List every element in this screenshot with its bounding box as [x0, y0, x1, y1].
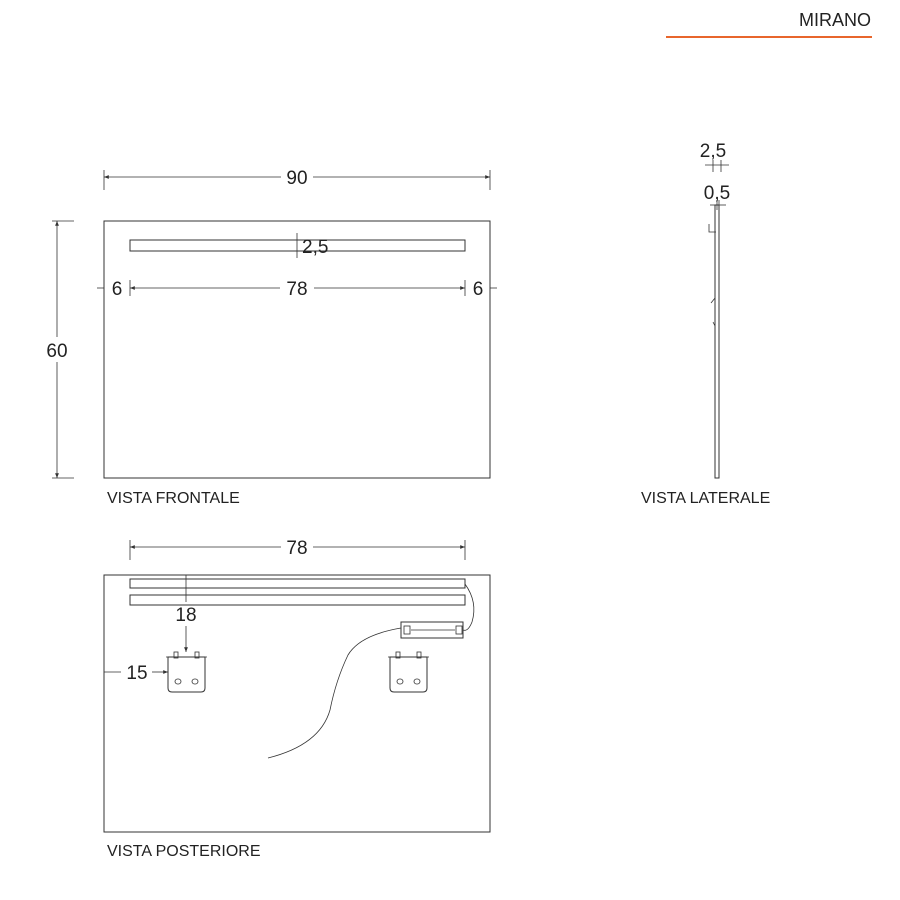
- front-margin-left-label: 6: [112, 279, 123, 300]
- back-view-caption: VISTA POSTERIORE: [107, 843, 261, 860]
- side-view: 2,5 0,5 VISTA LATERALE: [641, 141, 770, 507]
- front-height-dimension: 60: [46, 220, 74, 479]
- side-thickness-dimension: 2,5: [700, 141, 729, 172]
- back-power-cable: [267, 627, 402, 759]
- side-hook-mark: [710, 297, 716, 304]
- back-mirror-outline: [103, 574, 491, 833]
- back-lower-bar: [129, 594, 466, 606]
- side-bracket-mark: [708, 224, 716, 233]
- side-thickness-label: 2,5: [700, 141, 726, 162]
- front-led-height-dimension: 2,5: [293, 233, 328, 258]
- back-bar-length-label: 78: [286, 538, 307, 559]
- back-right-bracket: [388, 651, 429, 693]
- front-view: 90 60 2,5 78 6 6 VIST: [46, 168, 497, 507]
- back-bracket-top-label: 18: [175, 605, 196, 626]
- back-bracket-left-dimension: 15: [104, 663, 168, 684]
- back-left-bracket: [166, 651, 207, 693]
- side-glass-label: 0,5: [704, 183, 730, 204]
- front-led-height-label: 2,5: [302, 237, 328, 258]
- back-view: 78 18 15: [103, 538, 491, 860]
- front-width-label: 90: [286, 168, 307, 189]
- side-glass-dimension: 0,5: [704, 183, 730, 210]
- front-view-caption: VISTA FRONTALE: [107, 490, 240, 507]
- front-mirror-outline: [103, 220, 491, 479]
- back-bar-length-dimension: 78: [129, 538, 466, 560]
- back-cable-to-driver: [462, 583, 475, 631]
- front-height-label: 60: [46, 341, 67, 362]
- front-led-strip: [129, 239, 466, 252]
- brand-name: MIRANO: [799, 10, 871, 30]
- front-width-dimension: 90: [103, 168, 491, 190]
- front-margin-right-label: 6: [473, 279, 484, 300]
- front-led-length-dimension: 78 6 6: [97, 279, 497, 300]
- front-led-length-label: 78: [286, 279, 307, 300]
- back-led-driver: [400, 621, 464, 639]
- side-mirror-profile: [714, 204, 720, 479]
- back-upper-bar: [129, 578, 466, 589]
- side-view-caption: VISTA LATERALE: [641, 490, 770, 507]
- back-bracket-left-label: 15: [126, 663, 147, 684]
- back-bracket-top-dimension: 18: [175, 575, 197, 652]
